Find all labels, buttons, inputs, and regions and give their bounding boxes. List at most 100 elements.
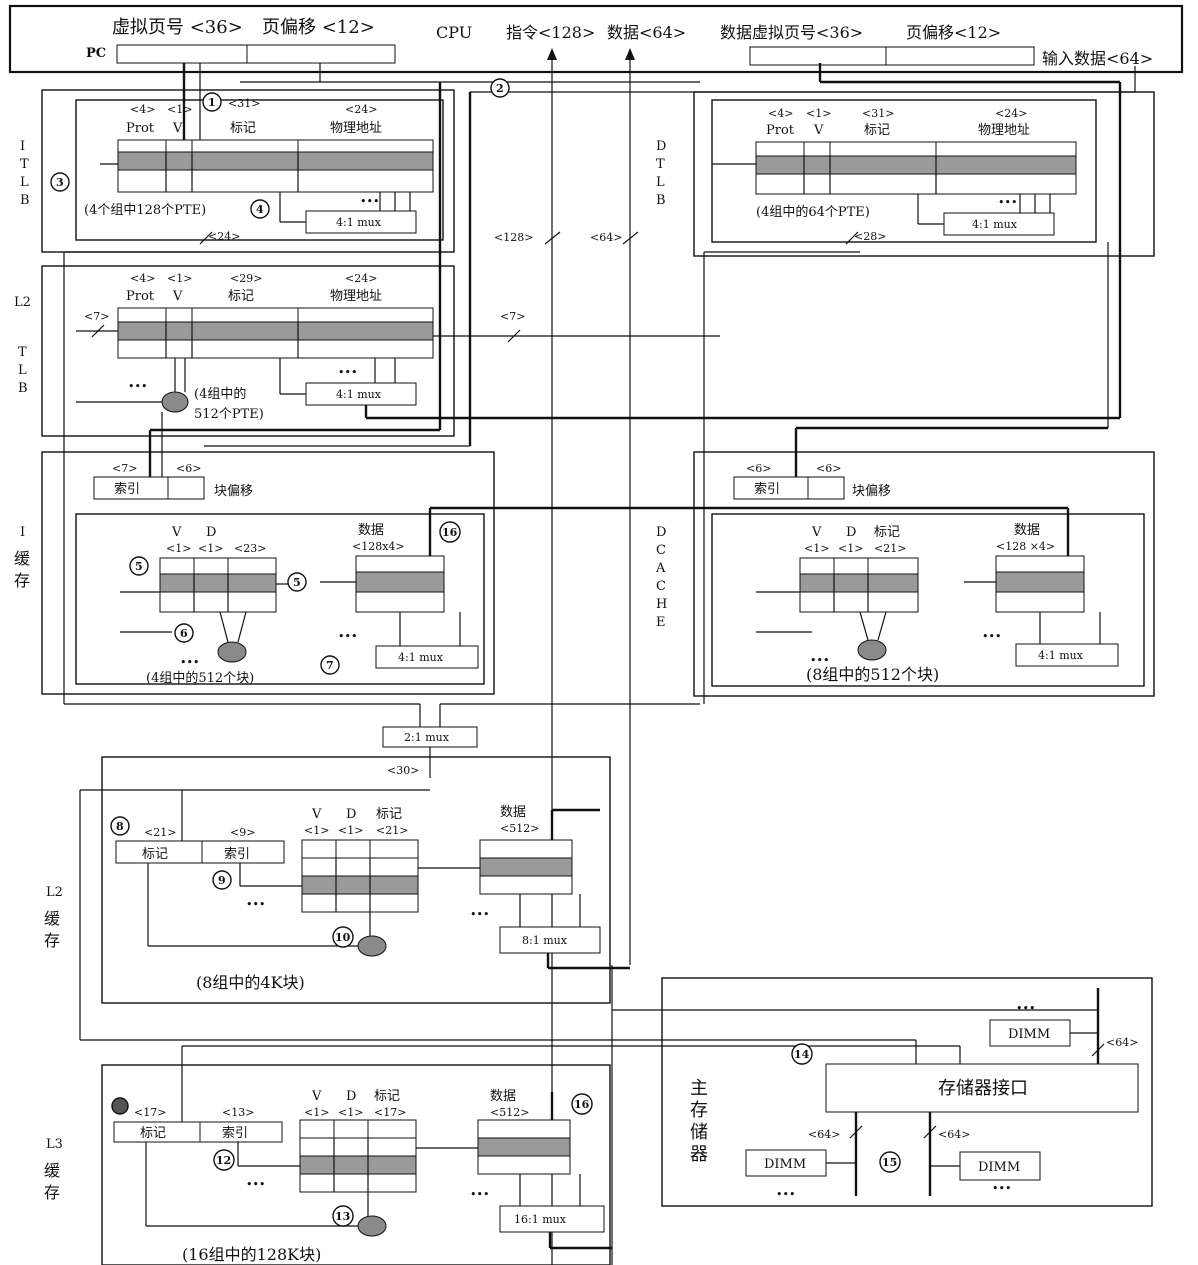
- dcache-mux: 4:1 mux: [1038, 649, 1084, 662]
- dtlb-side-D: D: [656, 139, 666, 154]
- cpu-bar: 虚拟页号 <36> 页偏移 <12> PC CPU 指令<128> 数据<64>…: [8, 4, 1184, 74]
- mem-right-width: <64>: [938, 1128, 970, 1141]
- dimm-top-dots: •••: [1016, 1002, 1035, 1015]
- icache-v: V: [171, 525, 182, 540]
- dcache-comparator: [857, 639, 887, 661]
- icache-data-label: 数据: [358, 523, 384, 538]
- dimm-left-dots: •••: [776, 1188, 795, 1201]
- step-2-label: 2: [496, 82, 504, 95]
- l3cache-dots: •••: [470, 1188, 489, 1201]
- dtlb-field-prot: Prot: [766, 123, 795, 138]
- icache-offset: 块偏移: [214, 484, 253, 499]
- step-8: [110, 816, 130, 836]
- l2tlb-field-prot: Prot: [126, 289, 155, 304]
- step-6: [174, 623, 194, 643]
- cpu-buses: <128> <64>: [494, 48, 639, 1265]
- l2cache-index-field: [201, 840, 285, 864]
- instruction-bus-width: <128>: [494, 231, 533, 244]
- dcache-index: 索引: [754, 482, 780, 497]
- dtlb-out-width: <28>: [854, 230, 886, 243]
- dtlb-width-prot: <4>: [768, 107, 793, 120]
- step-5a-label: 5: [135, 560, 143, 573]
- l3cache-w-tag: <17>: [134, 1106, 166, 1119]
- memory-interface-label: 存储器接口: [938, 1078, 1028, 1099]
- step-6-label: 6: [180, 627, 188, 640]
- step-10: [332, 926, 354, 948]
- page-offset-label: 页偏移 <12>: [262, 17, 375, 38]
- connections: [63, 63, 1136, 1122]
- step-9: [212, 870, 232, 890]
- dcache-dots: •••: [982, 630, 1001, 643]
- l2tlb-caption2: 512个PTE): [194, 407, 264, 422]
- step-markers: 1 2 3 4 5 5 6 7 8 9 10 12 13 14 15 16 16: [50, 78, 901, 1227]
- l2cache-w-v: <1>: [304, 824, 329, 837]
- itlb-dots: •••: [360, 195, 379, 208]
- dimm-left-label: DIMM: [764, 1157, 806, 1172]
- dcache-cmp-dots: •••: [810, 654, 829, 667]
- step-9-label: 9: [218, 874, 226, 887]
- l2cache-index: 索引: [224, 847, 250, 862]
- dcache-data-width: <128 ×4>: [996, 540, 1055, 553]
- dcache-w-offset: <6>: [816, 462, 841, 475]
- icache: I 缓 存 <7> <6> 索引 块偏移 V D <1> <1> <23> 数据…: [14, 451, 495, 695]
- itlb-side-I: I: [20, 139, 25, 154]
- dcache-offset: 块偏移: [852, 484, 891, 499]
- l3-cache: L3 缓 存 <17> <13> 标记 索引 V D 标记 <1> <1> <1…: [44, 1064, 612, 1265]
- l2cache-side-cun: 存: [44, 931, 60, 950]
- dtlb-side-L: L: [656, 175, 665, 190]
- dcache-w-v: <1>: [804, 542, 829, 555]
- mem-top-width: <64>: [1106, 1036, 1138, 1049]
- dcache-w-tag: <21>: [874, 542, 906, 555]
- l3cache-side-huan: 缓: [44, 1161, 60, 1180]
- dcache-side-H: H: [656, 597, 667, 612]
- l2tlb-mux-dots: •••: [338, 366, 357, 379]
- step-14-label: 14: [794, 1048, 810, 1061]
- instruction-port-label: 指令<128>: [506, 23, 595, 42]
- l3cache-index-field: [199, 1121, 283, 1143]
- step-15: [879, 1151, 901, 1173]
- l3cache-w-tagcol: <17>: [374, 1106, 406, 1119]
- icache-w-v: <1>: [166, 542, 191, 555]
- main-memory: 主 存 储 器 存储器接口 DIMM ••• <64> DIMM ••• <64…: [661, 977, 1153, 1207]
- pc-label: PC: [86, 46, 106, 61]
- l2cache-w-d: <1>: [338, 824, 363, 837]
- input-data-label: 输入数据<64>: [1042, 49, 1153, 68]
- icache-data-width: <128x4>: [352, 540, 405, 553]
- icache-w-index: <7>: [112, 462, 137, 475]
- itlb-side-T: T: [20, 157, 29, 172]
- l2cache-d: D: [346, 807, 356, 822]
- l2cache-tag: 标记: [142, 847, 168, 862]
- mux21-label: 2:1 mux: [404, 731, 450, 744]
- l2tlb-index-right: <7>: [500, 310, 525, 323]
- l2-cache: L2 缓 存 <21> <9> 标记 索引 V D 标记 <1> <1> <21…: [44, 756, 630, 1004]
- l2tlb-width-prot: <4>: [130, 272, 155, 285]
- itlb-field-v: V: [172, 121, 183, 136]
- itlb: I T L B <4> <1> <31> <24> Prot V 标记 物理地址…: [20, 89, 455, 253]
- dtlb-width-tag: <31>: [862, 107, 894, 120]
- l2cache-v: V: [311, 807, 322, 822]
- itlb-mux: 4:1 mux: [336, 216, 382, 229]
- itlb-out-width: <24>: [208, 230, 240, 243]
- step-1: [202, 92, 222, 112]
- step-12-label: 12: [216, 1154, 231, 1167]
- l2-tlb: L2 T L B <4> <1> <29> <24> Prot V 标记 物理地…: [14, 265, 720, 437]
- l2tlb-side-B: B: [18, 381, 28, 396]
- dcache-side-C1: C: [656, 543, 666, 558]
- l2cache-comparator: [357, 935, 387, 957]
- l2tlb-field-tag: 标记: [228, 289, 254, 304]
- data-bus-width: <64>: [590, 231, 622, 244]
- l3cache-comparator: [357, 1215, 387, 1237]
- l2cache-data-label: 数据: [500, 805, 526, 820]
- dcache-w-index: <6>: [746, 462, 771, 475]
- dcache-side-D: D: [656, 525, 666, 540]
- dtlb: D T L B <4> <1> <31> <24> Prot V 标记 物理地址…: [656, 91, 1155, 257]
- icache-side-cun: 存: [14, 571, 30, 590]
- itlb-side-L: L: [20, 175, 29, 190]
- l3cache-data-width: <512>: [490, 1106, 529, 1119]
- data-virtual-page-label: 数据虚拟页号<36>: [720, 23, 863, 42]
- l2tlb-width-tag: <29>: [230, 272, 262, 285]
- step-8-label: 8: [116, 820, 124, 833]
- l2cache-mux: 8:1 mux: [522, 934, 568, 947]
- step-11-marker: [111, 1097, 129, 1115]
- l2cache-tag-col: 标记: [376, 807, 402, 822]
